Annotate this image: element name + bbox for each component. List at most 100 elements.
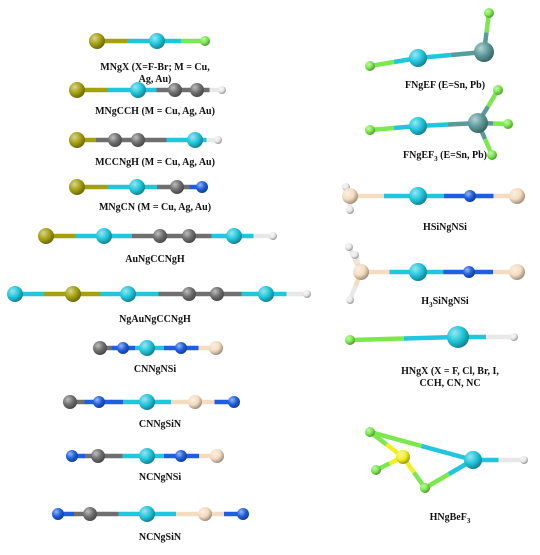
atom-si [198,507,212,521]
label-cnngsin: CNNgSiN [110,419,210,431]
atom-ng [409,117,427,135]
label-aungccngh: AuNgCCNgH [90,254,220,266]
atom-h [510,333,518,341]
label-fngef-line1: FNgEF (E=Sn, Pb) [404,80,486,91]
atom-n [52,508,64,520]
atom-ng [7,286,23,302]
label-ngaungccngh-line1: NgAuNgCCNgH [119,314,191,325]
atoms-cnngsin [63,394,240,410]
bonds-fngef [369,12,492,69]
label-hngx: HNgX (X = F, Cl, Br, I, CCH, CN, NC [375,366,525,390]
atoms-aungccngh [38,228,277,244]
atom-n [228,396,240,408]
atom-c [182,229,196,243]
atom-ng [149,33,165,49]
bond-segment [349,336,405,343]
atom-ng [447,326,469,348]
label-ngaungccngh: NgAuNgCCNgH [90,314,220,326]
label-mccngh-line1: MCCNgH (M = Cu, Ag, Au) [95,157,215,168]
label-mngx-line2: Ag, Au) [138,74,172,85]
atom-h [218,86,226,94]
atom-si [509,264,525,280]
atom-ng [96,228,112,244]
atom-c [153,229,167,243]
atoms-mngcn [69,179,208,195]
atom-n [66,450,78,462]
atom-e [474,42,494,62]
label-h3singnsi-sub: 3 [429,301,433,309]
atom-f [371,465,381,475]
atoms-ncngsin [52,506,249,522]
label-fngef3-sub: 3 [434,155,438,163]
atoms-h3singnsi [345,243,525,304]
label-fngef3-rest: (E=Sn, Pb) [437,150,487,161]
atom-si [188,395,202,409]
bond-segment [369,429,423,449]
atom-n [237,508,249,520]
atom-ng [409,187,427,205]
label-ncngsin: NCNgSiN [110,532,210,544]
atom-ng [258,286,274,302]
atom-e [468,113,488,133]
atom-h [346,296,354,304]
atom-ng [139,448,155,464]
atom-h [303,290,311,298]
label-aungccngh-line1: AuNgCCNgH [125,254,185,265]
bonds-hsingnsi [343,186,517,210]
atoms-cnngnsi [93,340,223,356]
label-fngef3: FNgEF3 (E=Sn, Pb) [375,150,515,163]
label-ncngnsi-line1: NCNgNSi [138,472,182,483]
atom-f [487,150,497,160]
atom-c [182,287,196,301]
atom-n [93,396,105,408]
atom-ng [464,451,482,469]
atom-h [345,243,353,251]
atoms-fngef [365,8,494,71]
label-ncngnsi: NCNgNSi [110,472,210,484]
label-hngbef3-main: HNgBeF [429,512,467,523]
atom-h [269,232,277,240]
atom-c [91,449,105,463]
atom-f [420,483,430,493]
atom-si [210,449,224,463]
label-mngx: MNgX (X=F-Br; M = Cu, Ag, Au) [70,62,240,86]
atoms-ncngnsi [66,448,224,464]
atom-c [210,287,224,301]
label-mngcn-line1: MNgCN (M = Cu, Ag, Au) [98,202,212,213]
atom-ng [139,340,155,356]
label-h3singnsi-main: H [421,296,430,307]
atom-f [484,8,494,18]
label-h3singnsi: H3SiNgNSi [390,296,500,309]
atom-c [63,395,77,409]
atom-f [200,36,210,46]
atom-n [175,450,187,462]
atoms-ngaungccngh [7,286,311,302]
atom-si [353,264,369,280]
atoms-hngx [345,326,518,348]
atom-be [396,450,410,464]
label-mccngh: MCCNgH (M = Cu, Ag, Au) [70,157,240,169]
atom-f [365,61,375,71]
atom-c [93,341,107,355]
atom-m [69,179,85,195]
label-hsingnsi: HSiNgNSi [395,222,495,234]
atom-ng [226,228,242,244]
bonds-h3singnsi [346,246,517,301]
label-cnngnsi-line1: CNNgNSi [133,364,177,375]
atom-h [214,136,222,144]
label-cnngnsi: CNNgNSi [110,364,200,376]
label-hngbef3: HNgBeF3 [410,512,490,525]
atom-n [175,342,187,354]
atom-n [463,266,475,278]
bonds-hngx [349,334,514,343]
label-mngcch-line1: MNgCCH (M = Cu, Ag, Au) [95,106,215,117]
atom-c [170,180,184,194]
label-hsingnsi-line1: HSiNgNSi [423,222,467,233]
atoms-mngx [89,33,210,49]
atom-f [365,125,375,135]
atom-h [520,456,528,464]
atom-m [69,132,85,148]
label-mngcch: MNgCCH (M = Cu, Ag, Au) [70,106,240,118]
atom-c [108,133,122,147]
